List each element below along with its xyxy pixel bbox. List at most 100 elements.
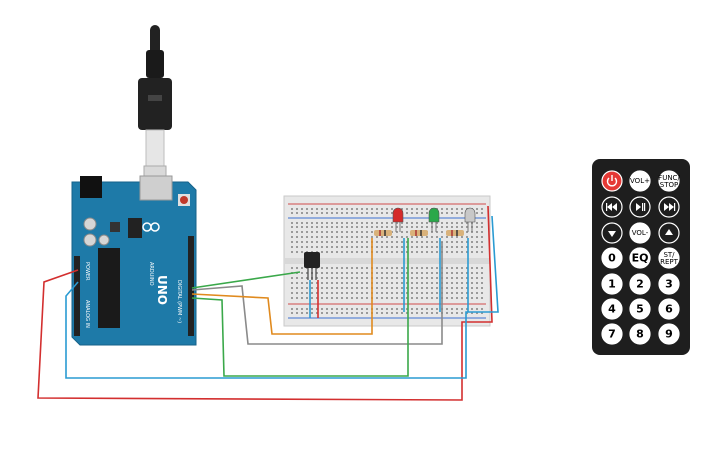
breadboard-hole xyxy=(396,226,398,228)
breadboard-hole xyxy=(376,208,378,210)
breadboard-hole xyxy=(331,277,333,279)
breadboard-hole xyxy=(421,297,423,299)
capacitor xyxy=(83,217,97,231)
breadboard-hole xyxy=(386,277,388,279)
st-rept-button[interactable]: ST/REPT xyxy=(658,247,680,269)
breadboard-hole xyxy=(301,246,303,248)
digit-0-button[interactable]: 0 xyxy=(601,247,623,269)
breadboard-hole xyxy=(391,246,393,248)
reset-button-cap[interactable] xyxy=(180,196,188,204)
breadboard-hole xyxy=(326,272,328,274)
breadboard-hole xyxy=(291,287,293,289)
breadboard-hole xyxy=(351,308,353,310)
breadboard-hole xyxy=(406,222,408,224)
arduino-logo xyxy=(142,222,160,232)
breadboard-hole xyxy=(336,208,338,210)
breadboard-hole xyxy=(471,267,473,269)
resistor-2[interactable] xyxy=(410,230,428,236)
digit-4-button[interactable]: 4 xyxy=(601,298,623,320)
breadboard-hole xyxy=(436,241,438,243)
breadboard-hole xyxy=(476,312,478,314)
breadboard-hole xyxy=(296,282,298,284)
breadboard-hole xyxy=(341,308,343,310)
breadboard-hole xyxy=(331,208,333,210)
breadboard-hole xyxy=(351,222,353,224)
breadboard-hole xyxy=(426,251,428,253)
ir-receiver[interactable] xyxy=(304,252,320,280)
breadboard-hole xyxy=(461,287,463,289)
breadboard-hole xyxy=(311,312,313,314)
breadboard-hole xyxy=(396,272,398,274)
white-led[interactable] xyxy=(464,207,476,232)
digit-1-button[interactable]: 1 xyxy=(601,273,623,295)
play-pause-button[interactable] xyxy=(629,196,651,218)
digit-6-button[interactable]: 6 xyxy=(658,298,680,320)
breadboard[interactable] xyxy=(283,195,491,327)
digit-7-button[interactable]: 7 xyxy=(601,323,623,345)
digit-8-button[interactable]: 8 xyxy=(629,323,651,345)
breadboard-hole xyxy=(481,292,483,294)
breadboard-hole xyxy=(471,312,473,314)
breadboard-hole xyxy=(386,292,388,294)
breadboard-hole xyxy=(291,222,293,224)
eq-button[interactable]: EQ xyxy=(629,247,651,269)
digit-2-button[interactable]: 2 xyxy=(629,273,651,295)
breadboard-hole xyxy=(441,212,443,214)
breadboard-hole xyxy=(381,267,383,269)
breadboard-hole xyxy=(456,208,458,210)
next-button[interactable] xyxy=(658,196,680,218)
breadboard-hole xyxy=(386,236,388,238)
breadboard-hole xyxy=(311,308,313,310)
arduino-uno-board[interactable]: ARDUINO UNO DIGITAL (PWM ~) ANALOG IN PO… xyxy=(71,175,197,346)
power-button[interactable] xyxy=(601,170,623,192)
vol-up-button[interactable]: VOL+ xyxy=(629,170,651,192)
breadboard-hole xyxy=(471,272,473,274)
breadboard-hole xyxy=(341,222,343,224)
up-button[interactable] xyxy=(658,222,680,244)
breadboard-hole xyxy=(466,282,468,284)
breadboard-hole xyxy=(326,312,328,314)
breadboard-hole xyxy=(476,287,478,289)
breadboard-hole xyxy=(381,272,383,274)
breadboard-hole xyxy=(321,208,323,210)
resistor-3[interactable] xyxy=(446,230,464,236)
breadboard-hole xyxy=(331,222,333,224)
breadboard-hole xyxy=(436,308,438,310)
func-stop-button[interactable]: FUNC/STOP xyxy=(658,170,680,192)
breadboard-hole xyxy=(351,212,353,214)
resistor-1[interactable] xyxy=(374,230,392,236)
breadboard-hole xyxy=(306,222,308,224)
digit-9-button[interactable]: 9 xyxy=(658,323,680,345)
breadboard-hole xyxy=(386,267,388,269)
breadboard-hole xyxy=(361,212,363,214)
breadboard-hole xyxy=(336,282,338,284)
breadboard-hole xyxy=(331,287,333,289)
breadboard-hole xyxy=(331,308,333,310)
rewind-icon xyxy=(606,203,617,211)
breadboard-hole xyxy=(291,231,293,233)
remote-button-label: FUNC/ xyxy=(658,174,680,182)
breadboard-hole xyxy=(406,308,408,310)
breadboard-hole xyxy=(446,292,448,294)
digit-5-button[interactable]: 5 xyxy=(629,298,651,320)
breadboard-hole xyxy=(376,282,378,284)
breadboard-hole xyxy=(331,236,333,238)
breadboard-hole xyxy=(416,208,418,210)
breadboard-hole xyxy=(466,241,468,243)
breadboard-hole xyxy=(366,212,368,214)
vol-down-button[interactable]: VOL- xyxy=(629,222,651,244)
breadboard-hole xyxy=(346,277,348,279)
breadboard-hole xyxy=(396,241,398,243)
breadboard-hole xyxy=(446,241,448,243)
breadboard-hole xyxy=(326,212,328,214)
breadboard-hole xyxy=(401,222,403,224)
digit-3-button[interactable]: 3 xyxy=(658,273,680,295)
breadboard-hole xyxy=(436,287,438,289)
green-led[interactable] xyxy=(428,207,440,232)
breadboard-hole xyxy=(476,241,478,243)
prev-button[interactable] xyxy=(601,196,623,218)
down-button[interactable] xyxy=(601,222,623,244)
red-led[interactable] xyxy=(392,207,404,232)
breadboard-hole xyxy=(461,282,463,284)
